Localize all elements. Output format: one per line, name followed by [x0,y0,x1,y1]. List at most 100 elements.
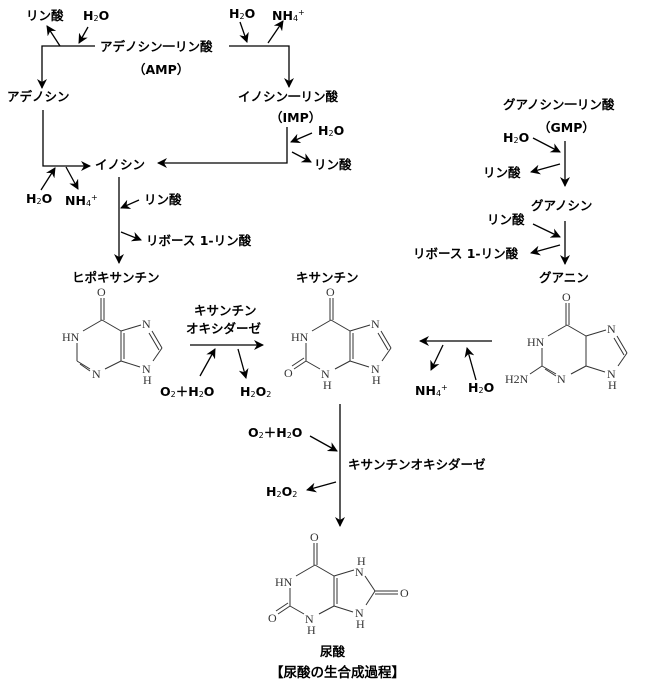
atom-label: N [355,565,364,579]
atom-label: N [142,362,151,376]
arrow-adenosine-to-inosine [42,110,91,171]
arrow-in-water-adenosine [40,167,56,191]
arrow-in-o2-water-xanthine [309,435,338,452]
atom-label: N [355,606,364,620]
xanthine-structure [291,298,392,370]
compound-gmp-name: グアノシン一リン酸 [503,97,615,112]
atom-label: O [97,285,106,299]
atom-label: HN [62,330,80,344]
reagent-o2-water-in-hx: O2＋H2O [160,384,215,399]
compound-imp-name: イノシン一リン酸 [238,89,339,104]
enzyme-xo-line1: キサンチン [194,303,257,318]
reagent-ribose1p-out-guanosine: リボース 1-リン酸 [413,246,519,261]
reagent-water-in-amp-imp: H2O [229,6,256,21]
arrow-in-water-imp [290,132,313,144]
atom-label: N [557,372,566,386]
atom-label: N [607,367,616,381]
hypoxanthine-atoms: O HN N N N H [62,285,152,387]
atom-label: HN [291,330,309,344]
atom-label: N [92,367,101,381]
reagent-phosphate-in-guanosine: リン酸 [487,212,525,227]
compound-guanosine: グアノシン [531,198,593,213]
reagent-h2o2-out-xanthine: H2O2 [266,484,298,499]
reagent-phosphate-out-gmp: リン酸 [483,165,521,180]
reagent-ribose1p-out-inosine: リボース 1-リン酸 [146,233,252,248]
arrow-imp-to-inosine [157,127,288,168]
arrow-in-water-amp [78,26,89,44]
atom-label: O [562,290,571,304]
guanine-atoms: O HN H2N N N N H [505,290,617,392]
reagent-ammonium-out-amp-imp: NH4+ [272,8,305,23]
arrow-out-phosphate-amp [46,25,61,47]
atom-label: N [321,367,330,381]
compound-amp-name: アデノシン一リン酸 [100,39,213,54]
atom-label: H [356,617,365,631]
reagent-water-in-guanine: H2O [468,380,495,395]
arrow-out-ribose1p-guanosine [530,244,561,256]
arrow-out-ammonium-adenosine [65,166,79,190]
atom-label: H [323,378,332,392]
arrow-in-water-gmp [532,137,561,153]
compound-inosine: イノシン [95,157,146,172]
reagent-h2o2-out-hx: H2O2 [240,384,272,399]
reagent-phosphate-out-imp: リン酸 [314,157,352,172]
arrow-amp-to-imp [229,45,294,88]
arrow-out-ammonium-amp-imp [267,20,284,44]
atom-label: N [305,612,314,626]
arrow-in-o2-water-hx [199,348,216,377]
reagent-phosphate-in-inosine: リン酸 [144,192,182,207]
guanine-structure [529,303,628,377]
figure-title: 【尿酸の生合成過程】 [270,665,405,681]
atom-label: O [400,586,409,600]
atom-label: H [143,373,152,387]
atom-label: H2N [505,372,529,386]
reagent-ammonium-out-guanine: NH4+ [415,383,448,398]
compound-xanthine: キサンチン [296,270,359,285]
compound-gmp-abbr: （GMP） [538,120,595,135]
atom-label: N [371,362,380,376]
arrow-out-h2o2-xanthine [306,481,337,493]
reagent-water-in-amp: H2O [83,8,110,23]
atom-label: O [284,366,293,380]
atom-label: O [268,611,277,625]
arrow-out-ammonium-guanine [430,344,444,371]
arrow-out-phosphate-imp [291,151,312,163]
arrow-in-phosphate-guanosine [532,223,561,238]
arrow-in-water-amp-imp [239,21,249,43]
compound-uric-acid: 尿酸 [320,644,346,659]
compound-imp-abbr: （IMP） [270,110,322,125]
arrow-out-ribose1p-inosine [120,231,142,242]
atom-label: HN [275,575,293,589]
atom-label: N [142,317,151,331]
reagent-water-in-gmp: H2O [503,130,530,145]
compound-amp-abbr: （AMP） [133,62,190,77]
reagent-ammonium-out-adenosine: NH4+ [65,193,98,208]
reagent-water-in-imp: H2O [318,123,345,138]
compound-guanine: グアニン [539,270,589,285]
reagent-phosphate-out-amp: リン酸 [26,8,64,23]
arrow-in-phosphate-inosine [120,199,140,209]
arrow-in-water-guanine [464,347,477,381]
atom-label: H [608,378,617,392]
uric-acid-atoms: O HN O N H H N O N H [268,530,409,637]
enzyme-xo-line2: オキシダーゼ [186,321,262,336]
xanthine-atoms: O HN O N H N N H [284,285,381,392]
atom-label: HN [527,335,545,349]
hypoxanthine-structure [76,298,163,372]
enzyme-xo-full: キサンチンオキシダーゼ [348,457,486,472]
atom-label: O [326,285,335,299]
arrow-out-h2o2-hx [237,348,249,379]
compound-hypoxanthine: ヒポキサンチン [72,270,160,285]
atom-label: N [607,322,616,336]
reagent-o2-water-in-xanthine: O2＋H2O [248,425,303,440]
atom-label: H [307,623,316,637]
compound-adenosine: アデノシン [7,89,70,104]
uric-acid-structure [275,543,398,615]
atom-label: H [357,554,366,568]
atom-label: H [372,373,381,387]
atom-label: N [371,317,380,331]
arrow-out-phosphate-gmp [530,163,561,175]
arrow-amp-to-adenosine [37,45,95,89]
reagent-water-in-adenosine: H2O [26,191,53,206]
